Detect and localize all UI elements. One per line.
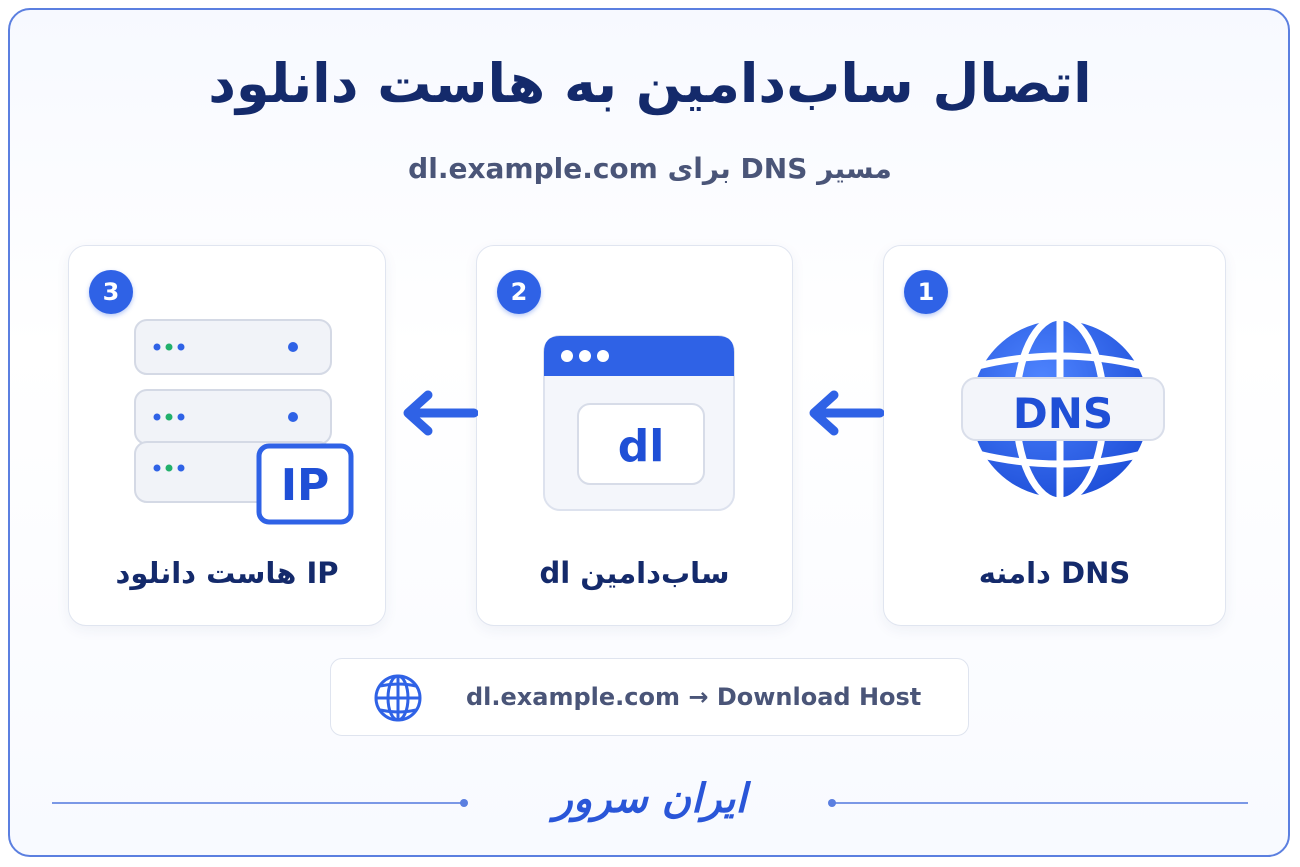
footer-divider-dot [828, 799, 836, 807]
step-card-subdomain: 2 dl ساب‌دامین dl [476, 245, 793, 626]
globe-icon [373, 673, 423, 727]
server-icon: IP [133, 318, 355, 532]
browser-window-icon: dl [542, 334, 736, 518]
arrow-left-icon [398, 388, 479, 442]
footer-divider [52, 802, 464, 804]
route-summary: dl.example.com → Download Host [330, 658, 969, 736]
step-card-server: 3 IP IP هاست دانلود [68, 245, 386, 626]
subdomain-icon-text: dl [618, 421, 665, 472]
globe-icon: DNS [956, 304, 1168, 518]
arrow-left-icon [804, 388, 885, 442]
step-number-badge: 3 [89, 270, 133, 314]
step-label: IP هاست دانلود [115, 556, 339, 590]
footer-divider [834, 802, 1248, 804]
brand-logo: ایران سرور [553, 776, 747, 822]
dns-icon-text: DNS [1013, 389, 1113, 438]
footer-divider-dot [460, 799, 468, 807]
page-subtitle: مسیر DNS برای dl.example.com [408, 152, 892, 185]
route-text: dl.example.com → Download Host [466, 683, 922, 711]
ip-icon-text: IP [281, 460, 330, 511]
step-number-badge: 1 [904, 270, 948, 314]
step-label: DNS دامنه [978, 556, 1131, 590]
step-number-badge: 2 [497, 270, 541, 314]
step-card-dns: 1 DNS DNS دامنه [883, 245, 1226, 626]
page-title: اتصال ساب‌دامین به هاست دانلود [208, 52, 1092, 115]
step-label: ساب‌دامین dl [539, 556, 730, 590]
